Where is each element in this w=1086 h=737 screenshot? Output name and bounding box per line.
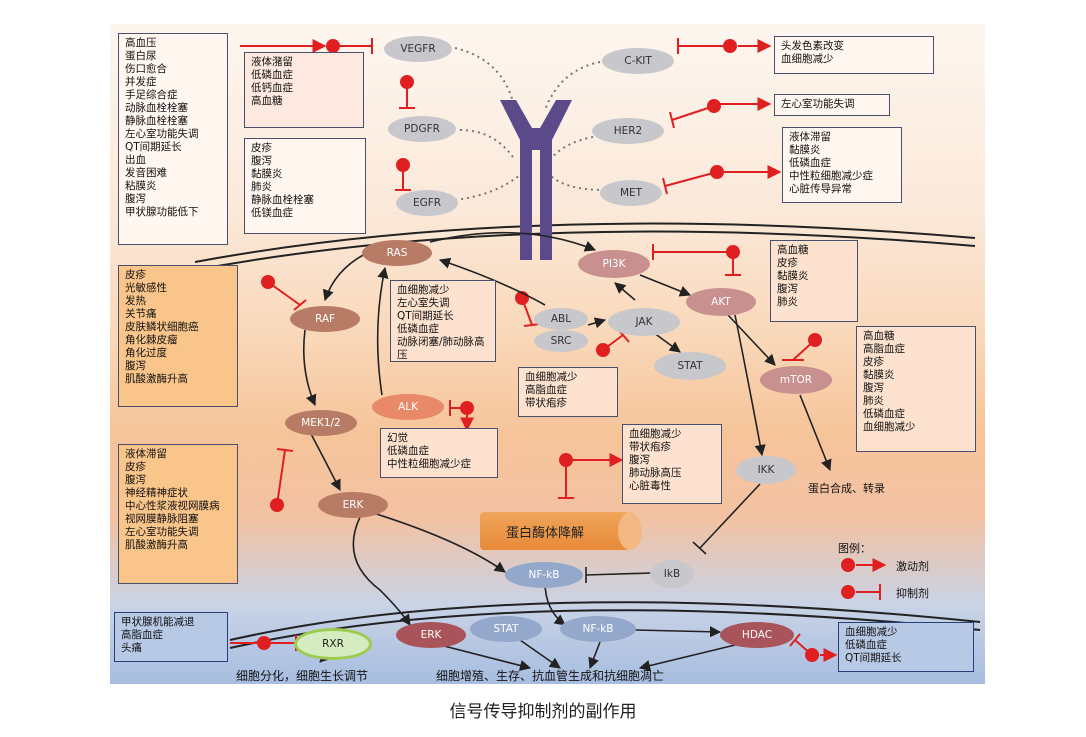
node-ras: RAS <box>362 240 432 266</box>
node-met: MET <box>600 180 662 206</box>
node-stat: STAT <box>654 352 726 380</box>
node-mek: MEK1/2 <box>285 410 357 436</box>
protein-synthesis-label: 蛋白合成、转录 <box>808 482 885 495</box>
node-rxr: RXR <box>294 628 372 660</box>
node-nfkb-nuclear: NF-kB <box>560 616 636 642</box>
differentiation-label: 细胞分化，细胞生长调节 <box>236 669 369 683</box>
box-pdgfr-effects: 液体潴留 低磷血症 低钙血症 高血糖 <box>244 52 364 128</box>
node-nfkb: NF-kB <box>505 562 583 588</box>
box-hdac-effects: 血细胞减少 低磷血症 QT间期延长 <box>838 622 974 672</box>
node-egfr: EGFR <box>396 190 458 216</box>
legend-title: 图例： <box>838 542 871 555</box>
node-raf: RAF <box>290 306 360 332</box>
node-pdgfr: PDGFR <box>388 116 456 142</box>
box-her2-effects: 左心室功能失调 <box>774 94 890 116</box>
node-erk-nuclear: ERK <box>396 622 466 648</box>
figure-caption: 信号传导抑制剂的副作用 <box>449 702 637 722</box>
node-stat-nuclear: STAT <box>470 616 542 642</box>
box-met-effects: 液体滞留 黏膜炎 低磷血症 中性粒细胞减少症 心脏传导异常 <box>782 127 902 203</box>
node-src: SRC <box>534 330 588 352</box>
node-hdac: HDAC <box>720 622 794 648</box>
node-erk: ERK <box>318 492 388 518</box>
box-egfr-effects: 皮疹 腹泻 黏膜炎 肺炎 静脉血栓栓塞 低镁血症 <box>244 138 366 234</box>
node-pi3k: PI3K <box>578 250 650 278</box>
box-abl-effects: 血细胞减少 左心室失调 QT间期延长 低磷血症 动脉闭塞/肺动脉高压 <box>390 280 496 362</box>
node-mtor: mTOR <box>760 366 832 394</box>
box-alk-effects: 幻觉 低磷血症 中性粒细胞减少症 <box>380 428 498 478</box>
node-jak: JAK <box>608 308 680 336</box>
proteasome-degradation: 蛋白酶体降解 <box>480 512 642 550</box>
node-ikk: IKK <box>736 456 796 484</box>
node-abl: ABL <box>534 308 588 330</box>
node-vegfr: VEGFR <box>384 36 452 62</box>
box-rxr-effects: 甲状腺机能减退 高脂血症 头痛 <box>114 612 228 662</box>
proliferation-label: 细胞增殖、生存、抗血管生成和抗细胞凋亡 <box>436 669 665 683</box>
box-vegfr-effects: 高血压 蛋白尿 伤口愈合 并发症 手足综合症 动脉血栓栓塞 静脉血栓栓塞 左心室… <box>118 33 228 245</box>
box-pi3k-effects: 高血糖 皮疹 黏膜炎 腹泻 肺炎 <box>770 240 858 322</box>
box-mek-effects: 液体滞留 皮疹 腹泻 神经精神症状 中心性浆液视网膜病 视网膜静脉阻塞 左心室功… <box>118 444 238 584</box>
box-mid-effects: 血细胞减少 带状疱疹 腹泻 肺动脉高压 心脏毒性 <box>622 424 722 504</box>
legend-agonist: 激动剂 <box>896 560 929 573</box>
node-akt: AKT <box>686 288 756 316</box>
legend-inhibitor: 抑制剂 <box>896 587 929 600</box>
node-ikb: IkB <box>650 560 694 588</box>
box-mtor-effects: 高血糖 高脂血症 皮疹 黏膜炎 腹泻 肺炎 低磷血症 血细胞减少 <box>856 326 976 452</box>
box-raf-effects: 皮疹 光敏感性 发热 关节痛 皮肤鳞状细胞癌 角化棘皮瘤 角化过度 腹泻 肌酸激… <box>118 265 238 407</box>
degrade-label: 蛋白酶体降解 <box>506 525 585 541</box>
node-her2: HER2 <box>592 118 664 144</box>
receptor-shape <box>500 100 572 260</box>
node-alk: ALK <box>372 394 444 420</box>
box-jak-effects: 血细胞减少 高脂血症 带状疱疹 <box>518 367 618 417</box>
node-ckit: C-KIT <box>602 48 674 74</box>
box-ckit-effects: 头发色素改变 血细胞减少 <box>774 36 934 74</box>
